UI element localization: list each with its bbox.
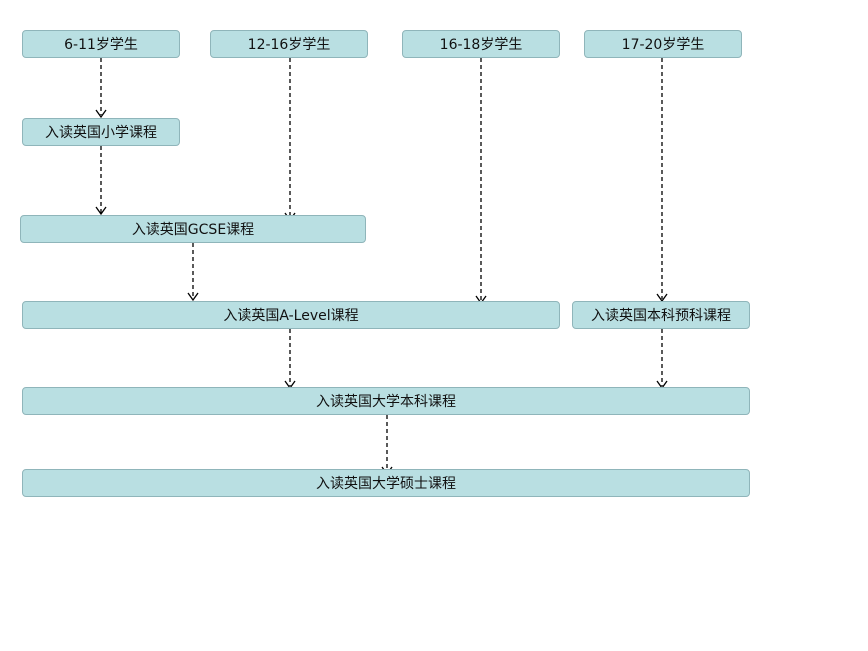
- connector-alevel-to-bachelor: [284, 329, 296, 390]
- connector-bachelor-to-master: [381, 415, 393, 476]
- connector-age-17-20-to-foundation: [656, 58, 668, 303]
- node-age-6-11: 6-11岁学生: [22, 30, 180, 58]
- node-foundation-course: 入读英国本科预科课程: [572, 301, 750, 329]
- node-age-16-18: 16-18岁学生: [402, 30, 560, 58]
- node-age-17-20: 17-20岁学生: [584, 30, 742, 58]
- connector-primary-to-gcse: [95, 146, 107, 216]
- node-bachelor-course: 入读英国大学本科课程: [22, 387, 750, 415]
- connector-age-12-16-to-gcse: [284, 58, 296, 222]
- node-master-course: 入读英国大学硕士课程: [22, 469, 750, 497]
- connector-age-6-11-to-primary: [95, 58, 107, 119]
- node-age-12-16: 12-16岁学生: [210, 30, 368, 58]
- connector-age-16-18-to-alevel: [475, 58, 487, 305]
- connector-foundation-to-bachelor: [656, 329, 668, 390]
- connector-gcse-to-alevel: [187, 243, 199, 302]
- node-gcse-course: 入读英国GCSE课程: [20, 215, 366, 243]
- node-primary-course: 入读英国小学课程: [22, 118, 180, 146]
- node-alevel-course: 入读英国A-Level课程: [22, 301, 560, 329]
